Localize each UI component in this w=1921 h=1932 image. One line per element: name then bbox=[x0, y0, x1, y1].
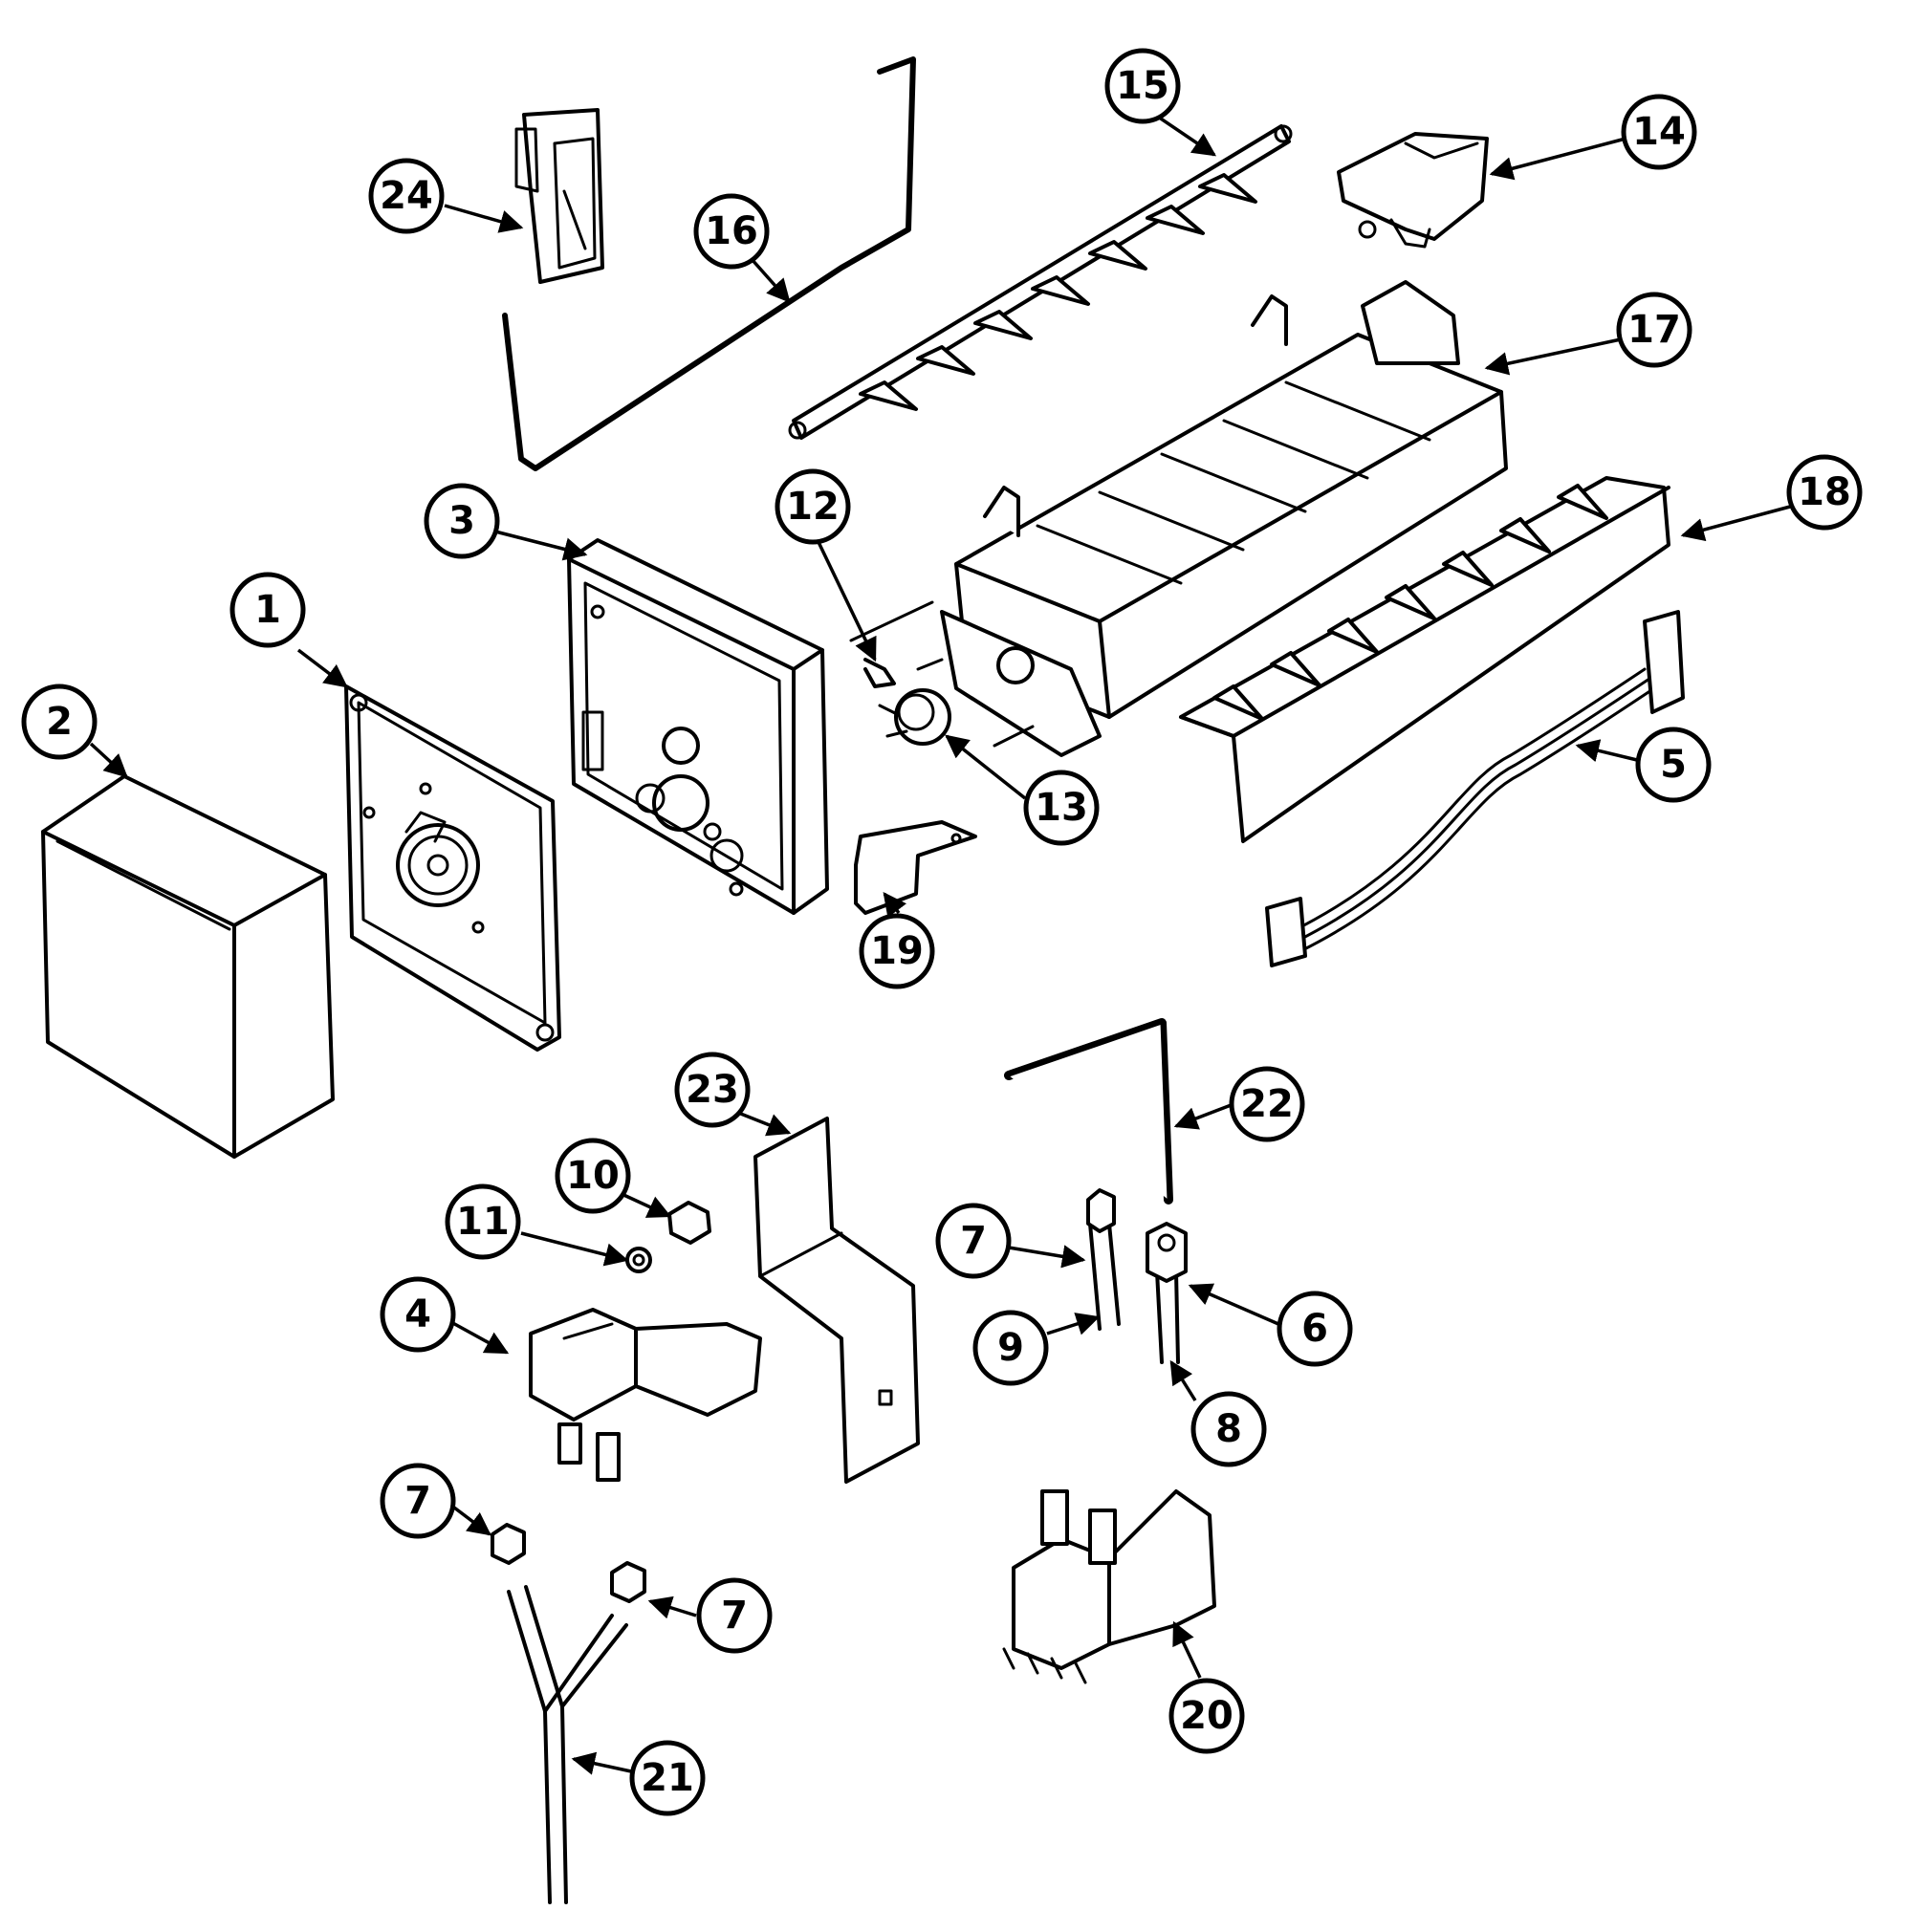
part-7-nut-left bbox=[491, 1523, 526, 1565]
part-10-nut bbox=[667, 1201, 711, 1245]
part-14-bracket bbox=[1337, 132, 1489, 249]
svg-text:15: 15 bbox=[1116, 64, 1169, 108]
part-5-wire-harness bbox=[1265, 610, 1685, 967]
callout-7-right: 7 bbox=[696, 1577, 773, 1654]
part-11-nut bbox=[625, 1247, 652, 1273]
svg-text:8: 8 bbox=[1215, 1407, 1242, 1451]
part-24-switch bbox=[514, 108, 604, 284]
svg-text:9: 9 bbox=[997, 1326, 1024, 1370]
svg-text:16: 16 bbox=[705, 209, 758, 253]
callout-16: 16 bbox=[693, 193, 770, 270]
part-3-control-housing bbox=[567, 538, 829, 915]
part-21-y-tube bbox=[507, 1585, 628, 1904]
part-17-mold bbox=[940, 280, 1508, 757]
part-16-shutoff-arm bbox=[502, 56, 916, 471]
part-23-valve-bracket bbox=[753, 1117, 920, 1484]
part-8-tube bbox=[1155, 1270, 1180, 1364]
part-6-fitting bbox=[1146, 1222, 1188, 1283]
svg-text:5: 5 bbox=[1660, 743, 1687, 787]
callout-18: 18 bbox=[1786, 454, 1863, 531]
callout-8: 8 bbox=[1190, 1391, 1267, 1467]
callout-24: 24 bbox=[368, 158, 445, 234]
callout-12: 12 bbox=[775, 468, 851, 545]
part-2-cover bbox=[41, 774, 335, 1159]
part-20-water-valve bbox=[1002, 1489, 1216, 1684]
svg-text:12: 12 bbox=[786, 485, 840, 529]
leader-lines bbox=[89, 111, 1791, 1775]
svg-text:17: 17 bbox=[1627, 308, 1681, 352]
part-19-bracket bbox=[854, 820, 977, 915]
callout-6: 6 bbox=[1277, 1291, 1353, 1367]
svg-text:7: 7 bbox=[721, 1594, 748, 1638]
svg-text:11: 11 bbox=[456, 1200, 510, 1244]
svg-text:19: 19 bbox=[870, 929, 924, 973]
svg-text:4: 4 bbox=[404, 1292, 431, 1336]
svg-text:23: 23 bbox=[686, 1068, 739, 1112]
svg-text:7: 7 bbox=[960, 1219, 987, 1263]
svg-text:2: 2 bbox=[46, 700, 73, 744]
part-13-thermostat bbox=[878, 658, 1035, 748]
svg-text:18: 18 bbox=[1798, 470, 1851, 514]
part-7-nut-right bbox=[610, 1561, 646, 1603]
svg-text:14: 14 bbox=[1632, 110, 1686, 154]
svg-text:20: 20 bbox=[1180, 1694, 1233, 1738]
callout-19: 19 bbox=[859, 913, 935, 989]
svg-text:3: 3 bbox=[448, 499, 475, 543]
part-12-clip bbox=[849, 600, 934, 688]
callout-7-top: 7 bbox=[935, 1203, 1012, 1279]
svg-text:21: 21 bbox=[641, 1756, 694, 1800]
part-15-ejector bbox=[788, 124, 1293, 440]
part-9-tube bbox=[1086, 1188, 1121, 1331]
callout-21: 21 bbox=[629, 1740, 706, 1816]
part-22-fill-tube bbox=[1004, 1018, 1173, 1205]
callout-9: 9 bbox=[972, 1310, 1049, 1386]
callout-10: 10 bbox=[555, 1138, 631, 1214]
callout-23: 23 bbox=[674, 1052, 751, 1128]
svg-text:10: 10 bbox=[566, 1154, 620, 1198]
callout-13: 13 bbox=[1023, 770, 1100, 846]
callout-15: 15 bbox=[1104, 48, 1181, 124]
callout-2: 2 bbox=[21, 684, 98, 760]
svg-text:13: 13 bbox=[1035, 786, 1088, 830]
svg-text:7: 7 bbox=[404, 1479, 431, 1523]
part-1-mounting-plate bbox=[344, 684, 561, 1052]
callout-4: 4 bbox=[380, 1276, 456, 1353]
svg-text:22: 22 bbox=[1240, 1082, 1294, 1126]
callout-7-left: 7 bbox=[380, 1463, 456, 1539]
callout-22: 22 bbox=[1229, 1066, 1305, 1142]
svg-text:6: 6 bbox=[1301, 1307, 1328, 1351]
callout-20: 20 bbox=[1168, 1678, 1245, 1754]
callout-11: 11 bbox=[445, 1183, 521, 1260]
part-18-stripper bbox=[1179, 476, 1670, 843]
callout-5: 5 bbox=[1635, 727, 1712, 803]
callout-14: 14 bbox=[1621, 94, 1697, 170]
svg-text:1: 1 bbox=[254, 588, 281, 632]
part-4-water-valve bbox=[529, 1308, 762, 1482]
callout-1: 1 bbox=[229, 572, 306, 648]
callout-17: 17 bbox=[1616, 292, 1692, 368]
callout-3: 3 bbox=[424, 483, 500, 559]
svg-text:24: 24 bbox=[380, 174, 433, 218]
